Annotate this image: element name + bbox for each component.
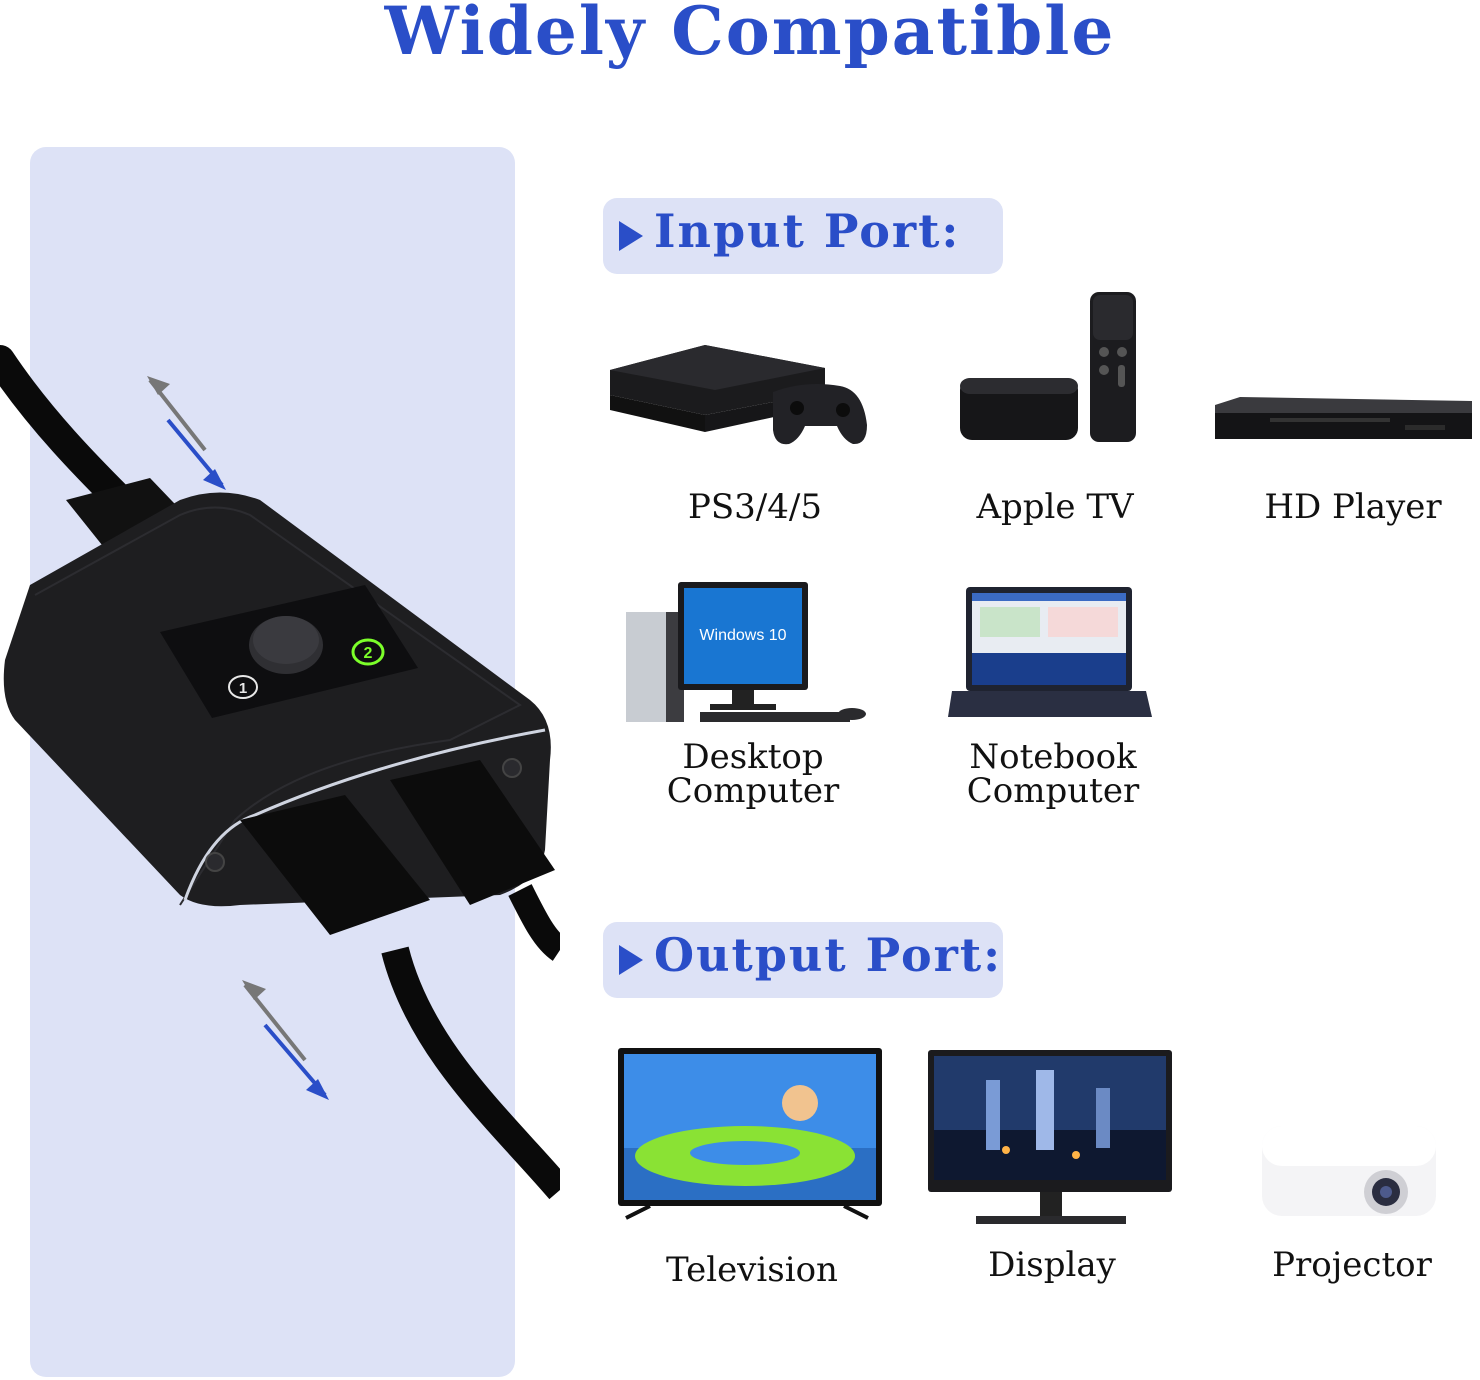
page-title: Widely Compatible (384, 0, 1116, 70)
notebook-label-line2: Computer (966, 771, 1140, 811)
device-label-desktop: Desktop Computer (638, 740, 868, 808)
device-label-notebook: Notebook Computer (938, 740, 1168, 808)
port-1-led: 1 (239, 680, 247, 697)
device-label-apple-tv: Apple TV (976, 487, 1134, 527)
desktop-computer-icon: Windows 10 (626, 582, 866, 722)
hdmi-switch-illustration: 1 2 (0, 345, 560, 1200)
monitor-icon (928, 1050, 1172, 1224)
projector-icon (1262, 1126, 1436, 1216)
screen-text: Windows 10 (699, 627, 786, 644)
streaming-box-icon (960, 292, 1136, 442)
game-console-icon (610, 345, 867, 445)
desktop-label-line2: Computer (666, 771, 840, 811)
bidirectional-arrow-bottom-icon (242, 980, 329, 1100)
output-port-label: Output Port: (654, 928, 1003, 982)
output-port-heading: Output Port: (603, 922, 1003, 998)
input-port-heading: Input Port: (603, 198, 1003, 274)
dvd-player-icon (1215, 397, 1472, 439)
play-triangle-icon (619, 945, 643, 975)
television-icon (618, 1048, 882, 1220)
play-triangle-icon (619, 221, 643, 251)
input-port-label: Input Port: (654, 204, 961, 258)
notebook-label-line1: Notebook (969, 737, 1137, 777)
device-label-hd-player: HD Player (1264, 487, 1442, 527)
device-label-television: Television (666, 1250, 838, 1290)
desktop-label-line1: Desktop (682, 737, 824, 777)
device-label-ps: PS3/4/5 (688, 487, 822, 527)
laptop-icon (948, 587, 1152, 717)
bidirectional-arrow-top-icon (147, 376, 226, 490)
port-2-led: 2 (364, 645, 373, 662)
device-label-display: Display (988, 1245, 1116, 1285)
device-label-projector: Projector (1272, 1245, 1432, 1285)
